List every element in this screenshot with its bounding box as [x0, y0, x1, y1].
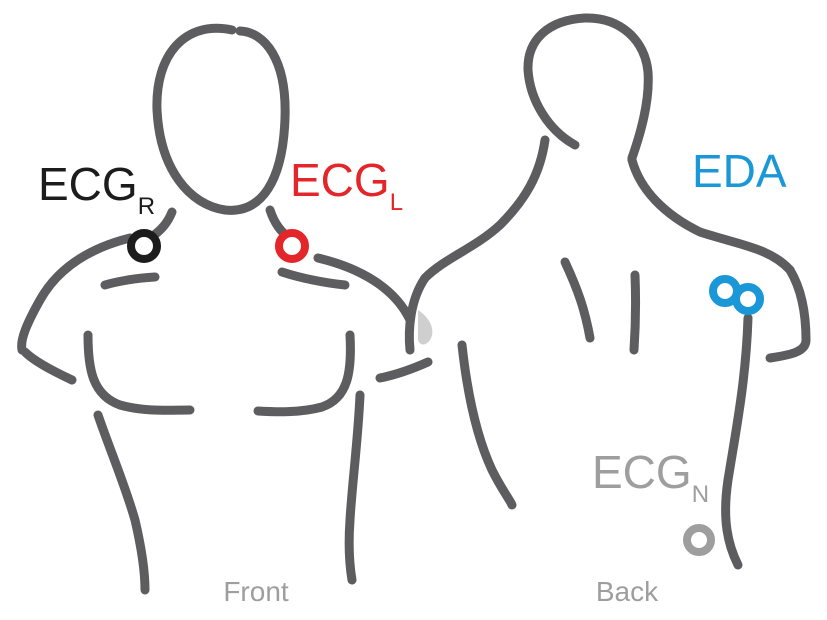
front-left-pec: [83, 330, 195, 415]
front-left-clavicle: [100, 272, 160, 290]
front-figure: [17, 23, 433, 595]
ecg-n-electrode-icon: [683, 524, 715, 556]
back-left-torso: [457, 340, 517, 510]
ecg-n-label-main: ECG: [592, 446, 692, 498]
ecg-r-label: ECGR: [38, 158, 155, 220]
ecg-r-electrode-icon: [127, 229, 161, 263]
back-left-arm: [404, 273, 430, 355]
back-neck-right: [627, 155, 795, 275]
front-right-arm: [375, 357, 433, 383]
eda-electrode-icon: [709, 275, 764, 315]
ecg-r-label-main: ECG: [38, 158, 138, 210]
eda-label: EDA: [692, 145, 787, 197]
back-right-scapula: [629, 270, 641, 355]
back-left-scapula: [560, 257, 595, 343]
back-figure: [404, 13, 811, 570]
front-left-arm-lower: [20, 347, 77, 385]
back-head-outline: [523, 13, 653, 163]
front-right-shoulder: [313, 253, 415, 325]
front-view-label: Front: [223, 576, 289, 607]
ecg-n-label: ECGN: [592, 446, 709, 508]
ecg-l-electrode-icon: [275, 229, 309, 263]
front-head-outline: [152, 23, 290, 215]
back-view-label: Back: [596, 576, 659, 607]
ecg-l-label-sub: L: [390, 189, 403, 216]
front-right-torso: [344, 390, 365, 585]
ecg-l-label: ECGL: [290, 154, 403, 216]
front-right-clavicle: [277, 267, 350, 290]
arm-overlap-shade: [418, 310, 433, 345]
back-right-torso: [721, 313, 753, 570]
front-left-shoulder: [17, 233, 135, 355]
ecg-n-label-sub: N: [692, 481, 709, 508]
back-neck-left: [420, 135, 550, 283]
eda-label-main: EDA: [692, 145, 787, 197]
back-right-arm: [765, 265, 811, 363]
front-left-torso: [93, 410, 150, 595]
ecg-r-label-sub: R: [138, 193, 155, 220]
ecg-l-label-main: ECG: [290, 154, 390, 206]
front-right-pec: [253, 330, 355, 417]
